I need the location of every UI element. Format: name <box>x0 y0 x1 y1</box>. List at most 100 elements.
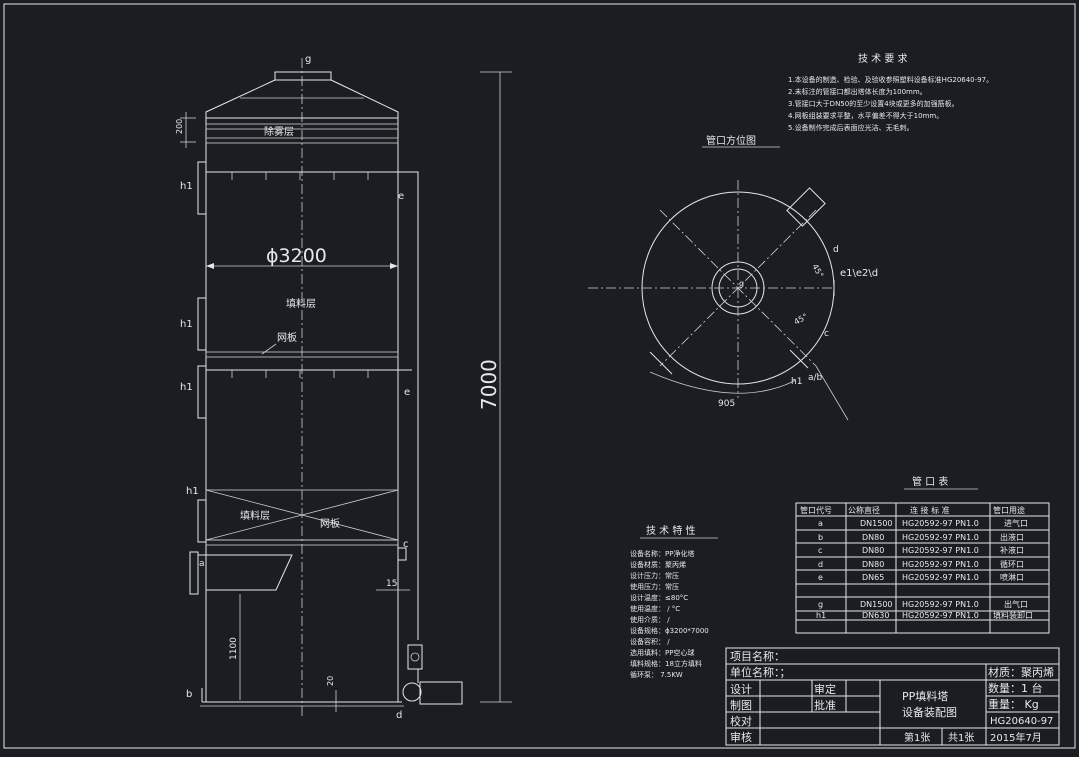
arc-dim <box>649 371 797 394</box>
tech-req-1: 1.本设备的制造、检验、及验收参照塑料设备标准HG20640-97。 <box>788 75 993 84</box>
nozzle-header-dn: 公称直径 <box>848 505 880 515</box>
mist-layer-bottom <box>205 137 399 144</box>
label-packing-layer-1: 填料层 <box>286 297 316 310</box>
nozzle-cell: HG20592-97 PN1.0 <box>902 611 979 620</box>
orientation-g: g <box>739 279 744 288</box>
pump-motor <box>419 681 463 705</box>
nozzle-table-frame <box>795 502 1050 634</box>
orientation-title: 管口方位图 <box>706 134 756 147</box>
nozzle-cell: DN1500 <box>860 600 893 609</box>
nozzle-cell: DN65 <box>862 573 884 582</box>
nozzle-cell: c <box>818 546 822 555</box>
label-d: d <box>396 710 402 721</box>
label-dim-15: 15 <box>386 579 397 589</box>
inlet-a-duct <box>198 554 293 591</box>
nozzle-cell: d <box>818 560 823 569</box>
nozzle-cell: 进气口 <box>1004 518 1028 528</box>
outlet-g-flange <box>274 71 332 81</box>
tech-feat-2: 设计压力：常压 <box>630 571 679 580</box>
nozzle-cell: 喷淋口 <box>1000 572 1024 582</box>
valve <box>407 644 423 670</box>
orientation-d: d <box>833 245 839 255</box>
tb-approve: 批准 <box>814 698 836 712</box>
nozzle-cell: b <box>818 533 823 542</box>
label-h1-d: h1 <box>186 486 199 497</box>
nozzle-d-box <box>786 187 826 227</box>
nozzle-cell: 出液口 <box>1000 532 1024 542</box>
tb-review: 审核 <box>730 730 752 744</box>
label-screen-2: 网板 <box>320 517 340 530</box>
tech-feat-9: 选用填料：PP空心球 <box>630 648 694 657</box>
nozzle-header-use: 管口用途 <box>993 505 1025 515</box>
inlet-a-flange <box>189 551 199 595</box>
nozzle-cell: e <box>818 573 823 582</box>
nozzle-c <box>397 547 407 561</box>
tech-feat-7: 设备规格：ϕ3200*7000 <box>630 626 709 635</box>
tower-elevation: g 除雾层 ϕ3200 填料层 网板 <box>175 54 512 721</box>
screen-plate-1 <box>205 351 399 358</box>
label-packing-layer-2: 填料层 <box>240 509 270 522</box>
tech-feat-6: 使用介质： / <box>630 615 670 624</box>
tech-feat-title: 技 术 特 性 <box>646 524 696 537</box>
tech-req-5: 5.设备制作完成后表面应光洁、无毛刺。 <box>788 123 914 132</box>
nozzle-cell: HG20592-97 PN1.0 <box>902 519 979 528</box>
nozzle-cell: 循环口 <box>1000 559 1024 569</box>
spray-nozzles-1 <box>231 172 369 180</box>
nozzle-cell: DN80 <box>862 560 884 569</box>
label-e-1: e <box>398 191 404 202</box>
tb-date: 2015年7月 <box>990 731 1042 744</box>
label-dim-20: 20 <box>326 676 335 686</box>
nozzle-table-title: 管 口 表 <box>912 475 948 488</box>
label-g: g <box>305 54 311 65</box>
nozzle-table-header: 管口代号 公称直径 连 接 标 准 管口用途 <box>800 505 1025 515</box>
tech-feat-8: 设备容积： / <box>630 637 670 646</box>
tb-material: 材质：聚丙烯 <box>988 665 1054 679</box>
pump-casing <box>402 682 422 702</box>
nozzle-cell: HG20592-97 PN1.0 <box>902 533 979 542</box>
nozzle-cell: HG20592-97 PN1.0 <box>902 600 979 609</box>
tb-sheet: 第1张 <box>904 731 930 744</box>
circulation-pipe <box>410 171 419 640</box>
title-block: 项目名称： 单位名称：； 材质：聚丙烯 设计 审定 制图 批准 校对 审核 PP… <box>725 647 1060 746</box>
manhole-h1-group <box>197 161 207 543</box>
nozzle-table-grid <box>796 503 1049 633</box>
orientation-dim-905: 905 <box>718 399 735 409</box>
label-screen-1: 网板 <box>277 331 297 344</box>
tech-features: 技 术 特 性 设备名称：PP净化塔 设备材质：聚丙烯 设计压力：常压 使用压力… <box>630 524 718 679</box>
sheet-border <box>3 3 1076 749</box>
label-h1-b: h1 <box>180 319 193 330</box>
orientation-angle2: 45° <box>793 312 810 327</box>
label-e-2: e <box>404 387 410 398</box>
nozzle-left-mark <box>649 351 673 375</box>
label-diameter: ϕ3200 <box>266 245 327 267</box>
label-h1-c: h1 <box>180 382 193 393</box>
tech-feat-11: 循环泵： 7.5KW <box>630 670 683 679</box>
label-mist-layer: 除雾层 <box>264 125 294 138</box>
nozzle-cell: a <box>818 519 823 528</box>
tech-feat-3: 使用压力：常压 <box>630 582 679 591</box>
tech-feat-0: 设备名称：PP净化塔 <box>630 549 694 558</box>
nozzle-cell: 出气口 <box>1004 599 1028 609</box>
nozzle-cell: 补液口 <box>1000 545 1024 555</box>
tech-req-3: 3.管接口大于DN50的至少设置4块或更多的加强筋板。 <box>788 99 959 108</box>
nozzle-header-std: 连 接 标 准 <box>910 505 950 515</box>
label-dim-1100: 1100 <box>229 637 239 660</box>
tech-feat-5: 使用温度： / °C <box>630 604 680 613</box>
nozzle-table: 管 口 表 管口代号 公称直径 连 接 标 准 管口用途 a DN1500 <box>795 475 1050 634</box>
label-height: 7000 <box>477 359 501 410</box>
tech-req-title: 技 术 要 求 <box>858 52 908 65</box>
tb-name-line1: PP填料塔 <box>902 689 948 703</box>
orientation-a-b: a/b <box>808 373 823 383</box>
orientation-c: c <box>824 329 829 339</box>
tech-req-2: 2.未标注的管接口都出塔体长度为100mm。 <box>788 87 927 96</box>
tb-quantity: 数量：1 台 <box>988 681 1043 695</box>
nozzle-cell: g <box>818 600 823 609</box>
diag-centerline-2 <box>659 209 817 367</box>
nozzle-cell: HG20592-97 PN1.0 <box>902 546 979 555</box>
nozzle-cell: DN80 <box>862 546 884 555</box>
orientation-e-group: e1\e2\d <box>840 268 878 279</box>
dim-arrow-left <box>206 263 214 269</box>
mist-layer-top <box>205 123 399 130</box>
